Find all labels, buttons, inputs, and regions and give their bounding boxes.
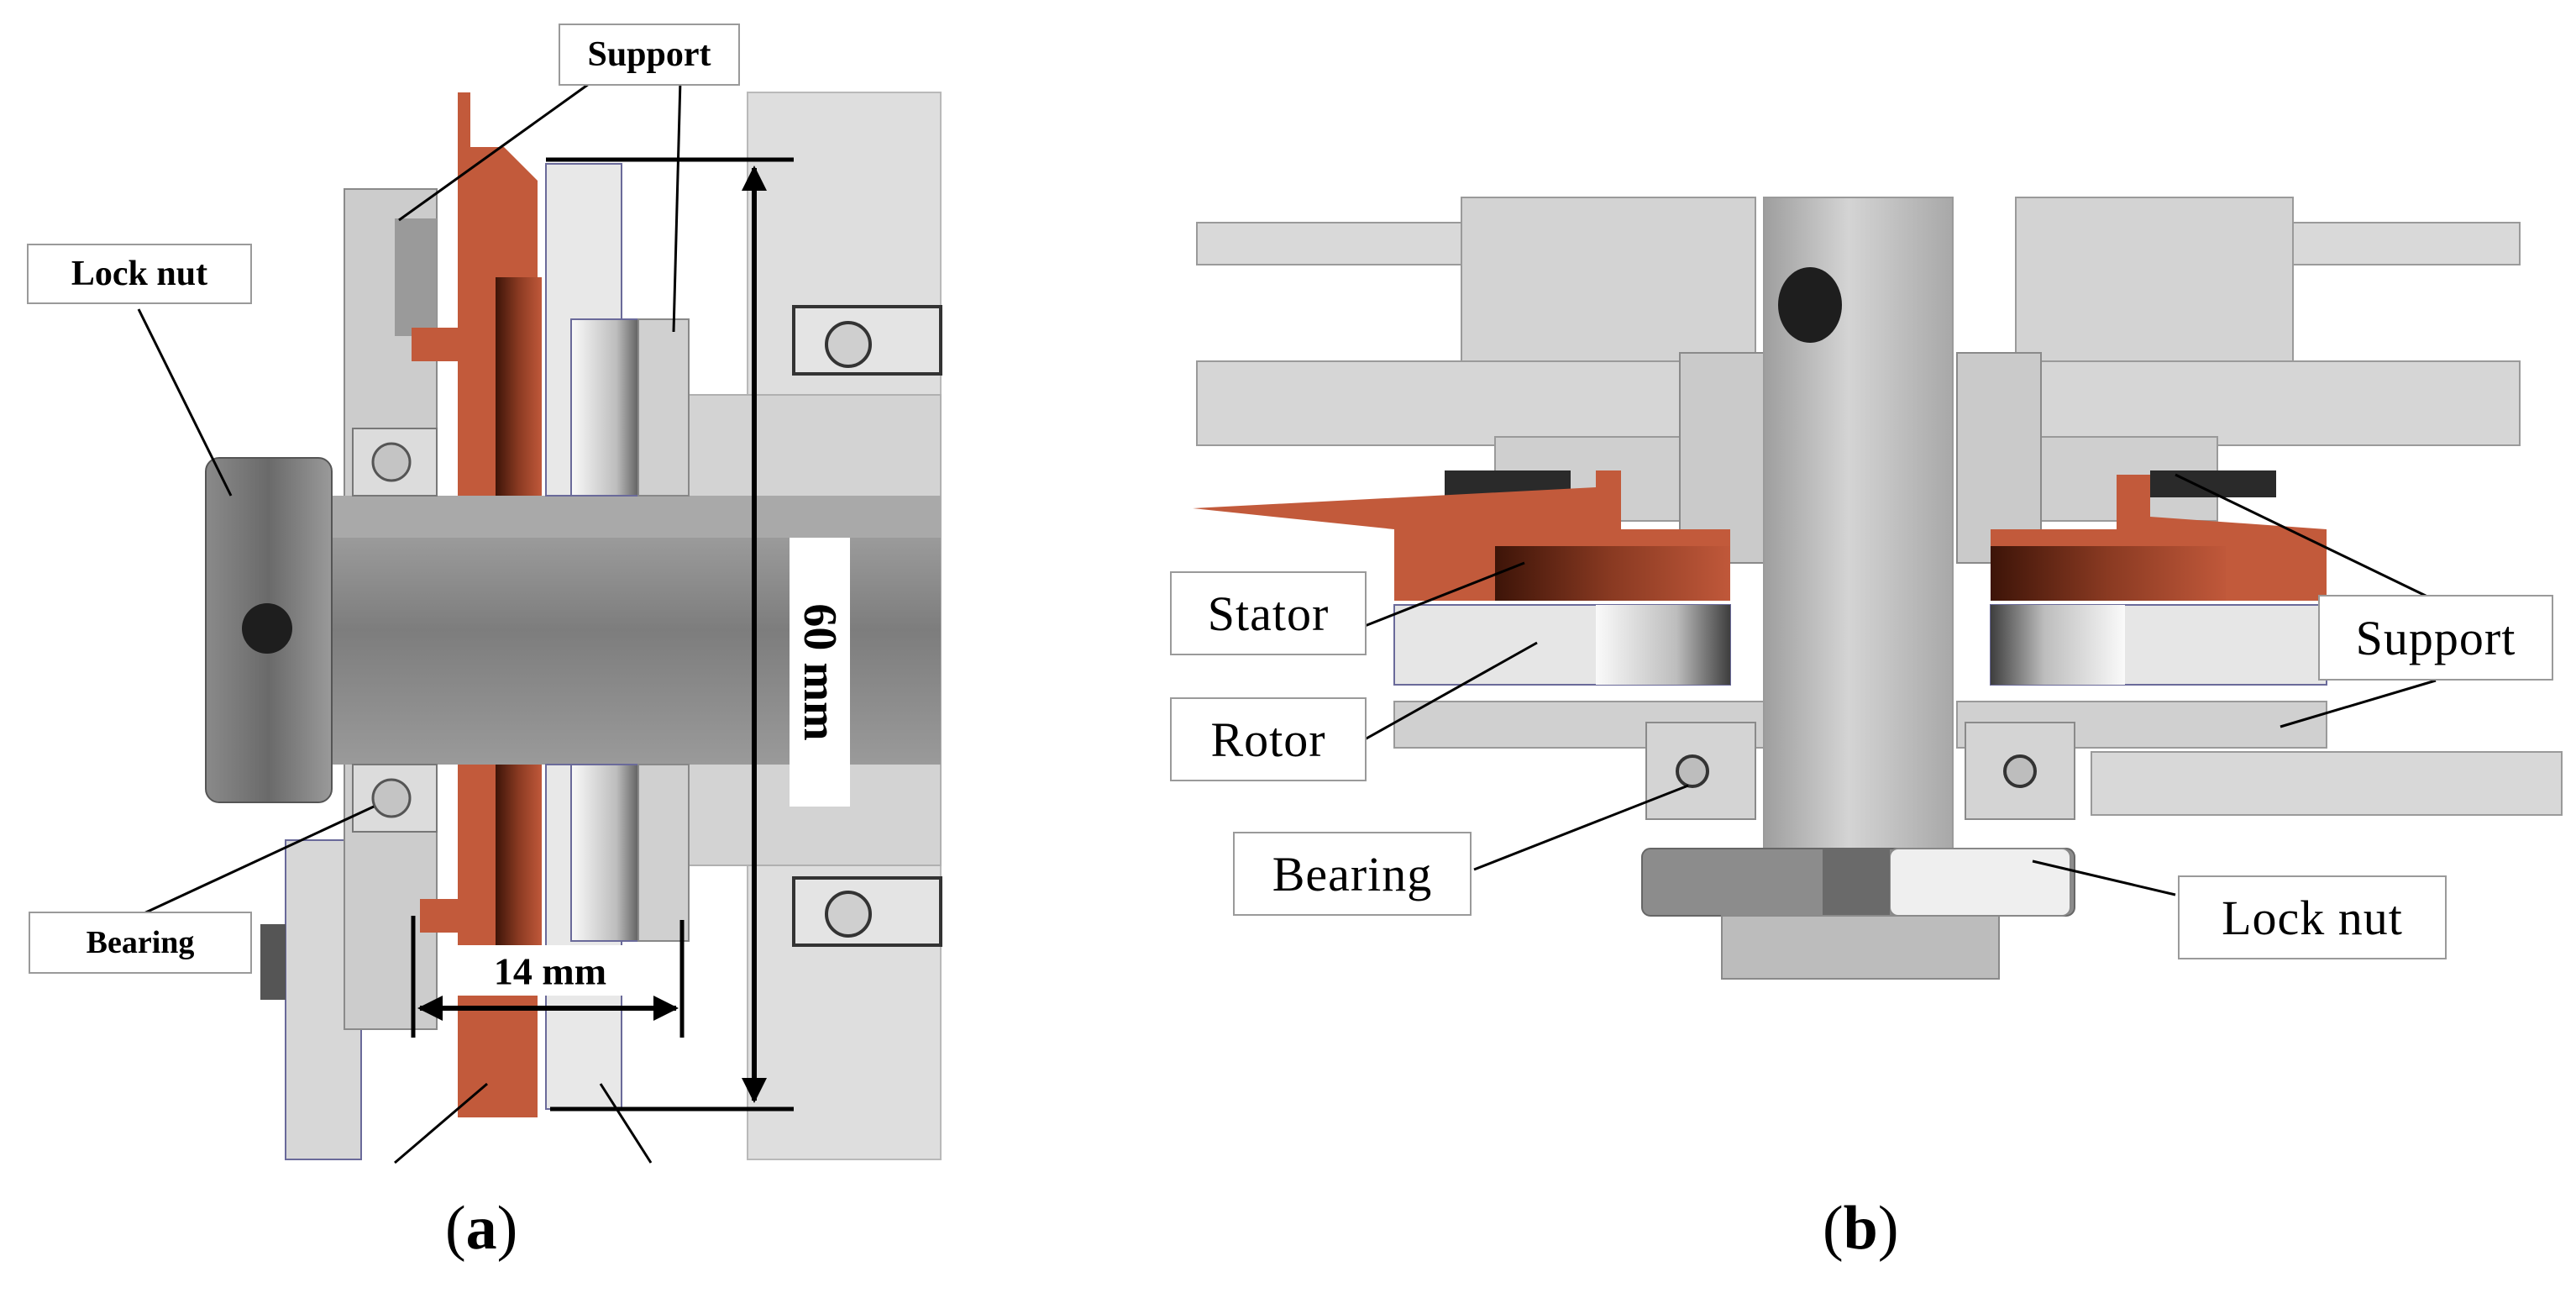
housing-top-right-arm <box>2271 222 2521 265</box>
stator-a-top-teeth <box>496 277 542 496</box>
leader-stator-b <box>1364 561 1525 628</box>
rotor-a-top <box>570 318 648 497</box>
leader-stator-a <box>394 1082 488 1164</box>
leader-rotor-a <box>599 1083 653 1164</box>
lock-nut-b-face <box>1889 848 2071 917</box>
panel-a-drawing <box>137 78 942 1164</box>
rotor-a-bottom <box>570 764 648 942</box>
bearing-small-top-ball <box>371 442 412 482</box>
housing-top-left-arm <box>1196 222 1466 265</box>
bearing-right-top-ball <box>825 321 872 368</box>
leader-support-a2 <box>672 79 682 333</box>
bearing-b-right-ball <box>2003 754 2037 788</box>
caption-b-letter: b <box>1843 1194 1878 1263</box>
dim-14-text: 14 mm <box>493 949 607 993</box>
label-stator-b: Stator <box>1170 571 1367 655</box>
bearing-right-bottom-ball <box>825 891 872 938</box>
label-support-a: Support <box>559 24 740 86</box>
label-bearing-a: Bearing <box>29 912 252 974</box>
rotor-a-hub-bottom <box>637 764 690 942</box>
lock-nut-hole <box>242 603 292 654</box>
leader-support-b1 <box>2175 473 2428 598</box>
label-lock-nut-b: Lock nut <box>2178 875 2447 959</box>
leader-bearing-b <box>1473 784 1689 871</box>
housing-mid-right <box>1956 360 2521 446</box>
leader-support-a1 <box>398 78 595 222</box>
dim-14-label-bg <box>454 945 647 996</box>
leader-rotor-b <box>1364 641 1538 741</box>
base-plate-right <box>2091 751 2563 816</box>
label-rotor-b: Rotor <box>1170 697 1367 781</box>
leader-locknut-a <box>137 308 233 497</box>
dim-60-text: 60 mm <box>794 603 846 741</box>
shaft-a-top-edge <box>227 496 941 538</box>
caption-b: (b) <box>1823 1194 1899 1263</box>
shaft-b-bottom <box>1721 915 2000 980</box>
caption-a: (a) <box>445 1194 518 1263</box>
rotor-a-hub-top <box>637 318 690 497</box>
bearing-small-bottom-ball <box>371 778 412 818</box>
rotor-b-right-shade <box>1991 605 2125 685</box>
bracket-tab <box>260 924 286 1000</box>
stator-b-left-teeth <box>1495 546 1730 601</box>
caption-a-letter: a <box>465 1194 497 1263</box>
bearing-b-left-ball <box>1676 754 1709 788</box>
rotor-b-left-shade <box>1596 605 1730 685</box>
label-lock-nut-a: Lock nut <box>27 244 252 304</box>
label-support-b: Support <box>2318 595 2553 681</box>
dim-60-label-bg <box>790 538 850 807</box>
leader-support-b2 <box>2280 679 2437 728</box>
leader-bearing-a <box>138 805 375 917</box>
clamp-left <box>1679 352 1765 564</box>
housing-top-left-block <box>1461 197 1756 366</box>
leader-locknut-b <box>2032 859 2176 896</box>
shaft-b-hole <box>1778 267 1842 343</box>
clamp-right <box>1956 352 2042 564</box>
support-plate-a-slot <box>395 218 437 336</box>
lock-nut-b-flat <box>1823 849 1890 916</box>
panel-b-drawing <box>1193 197 2563 980</box>
housing-top-right-block <box>2015 197 2294 366</box>
label-bearing-b: Bearing <box>1233 832 1472 916</box>
stator-b-right-teeth <box>1991 546 2226 601</box>
